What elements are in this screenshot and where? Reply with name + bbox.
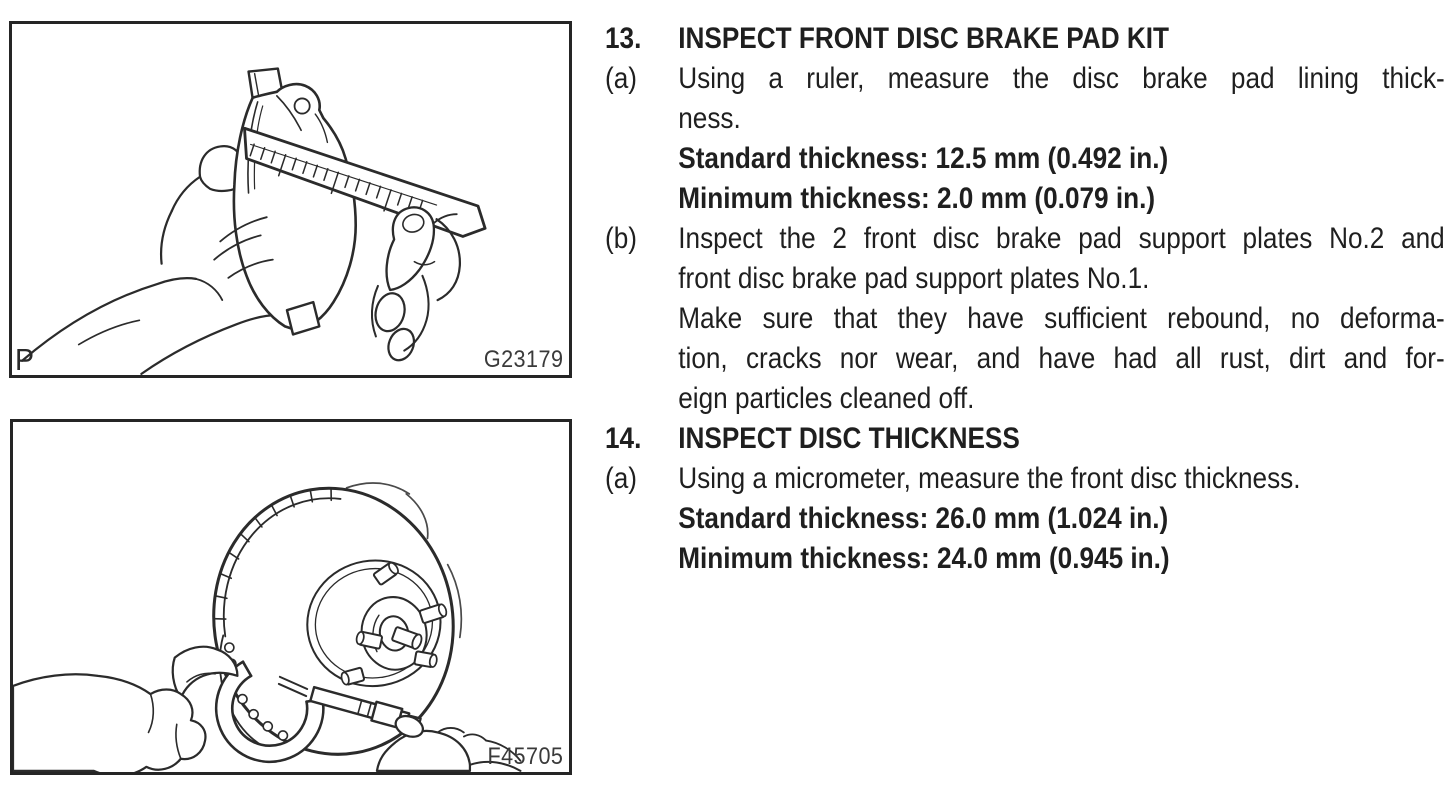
step-marker: 14. [605, 422, 642, 455]
brake-pad-ruler-illustration [20, 67, 487, 375]
disc-rim-vents [212, 487, 333, 620]
pad-bottom-tab [285, 300, 321, 336]
instruction-text-line: Minimum thickness: 24.0 mm (0.945 in.) [678, 542, 1170, 575]
step-lines: INSPECT DISC THICKNESS [678, 419, 1444, 459]
instruction-row: (b) Inspect the 2 front disc brake pad su… [605, 219, 1445, 419]
instruction-row: 13. INSPECT FRONT DISC BRAKE PAD KIT [605, 19, 1445, 59]
figure-corner-label: P [15, 342, 35, 377]
instruction-text-line: ness. [678, 102, 741, 135]
instruction-text-line: tion, cracks nor wear, and have had all … [678, 342, 1445, 375]
instruction-text-line: INSPECT FRONT DISC BRAKE PAD KIT [678, 22, 1170, 55]
instruction-text-line: Using a micrometer, measure the front di… [678, 462, 1301, 495]
instruction-text-line: eign particles cleaned off. [678, 382, 975, 415]
spindle-stub [391, 626, 423, 650]
instruction-text-line: Minimum thickness: 2.0 mm (0.079 in.) [678, 182, 1156, 215]
left-hand-arm [20, 276, 285, 375]
wheel-studs [340, 561, 448, 686]
thumbnail [402, 213, 425, 233]
figure-disc-thickness-measurement: F45705 [10, 419, 572, 775]
step-marker: 13. [605, 22, 642, 55]
instruction-list: 13. INSPECT FRONT DISC BRAKE PAD KIT (a) Us… [605, 19, 1445, 579]
instruction-row: (a) Using a micrometer, measure the front… [605, 459, 1445, 579]
instruction-row: 14. INSPECT DISC THICKNESS [605, 419, 1445, 459]
step-lines: Using a ruler, measure the disc brake pa… [678, 59, 1444, 219]
figure-brake-pad-measurement: P G23179 [9, 21, 572, 378]
thumb [394, 714, 424, 738]
pad-ear-hole [293, 97, 311, 115]
brake-pad [232, 67, 358, 336]
instruction-text-line: front disc brake pad support plates No.1… [678, 262, 1150, 295]
figure-code: G23179 [483, 346, 563, 373]
instruction-text-line: Using a ruler, measure the disc brake pa… [678, 62, 1445, 95]
instruction-text-line: INSPECT DISC THICKNESS [678, 422, 1020, 455]
step-lines: Inspect the 2 front disc brake pad suppo… [678, 219, 1444, 419]
step-lines: Using a micrometer, measure the front di… [678, 459, 1444, 579]
splash-shield-lines [345, 482, 463, 639]
step-lines: INSPECT FRONT DISC BRAKE PAD KIT [678, 19, 1444, 59]
instruction-text-line: Make sure that they have sufficient rebo… [678, 302, 1445, 335]
instruction-text-line: Standard thickness: 26.0 mm (1.024 in.) [678, 502, 1169, 535]
front-finger-lines [213, 216, 274, 279]
step-marker: (a) [605, 462, 637, 495]
right-hand [375, 714, 522, 772]
step-marker: (b) [605, 222, 637, 255]
right-hand [370, 206, 461, 362]
left-hand [13, 645, 239, 772]
instruction-row: (a) Using a ruler, measure the disc brake… [605, 59, 1445, 219]
micrometer-frame [214, 660, 325, 764]
ruler-graduations [249, 143, 424, 213]
step-marker: (a) [605, 62, 637, 95]
instruction-text-line: Inspect the 2 front disc brake pad suppo… [678, 222, 1445, 255]
figure-code: F45705 [487, 743, 563, 770]
disc-rim-inner-edge [222, 497, 342, 638]
left-hand-fingers [160, 145, 244, 265]
instruction-text-line: Standard thickness: 12.5 mm (0.492 in.) [678, 142, 1169, 175]
disc-micrometer-illustration [13, 482, 522, 772]
